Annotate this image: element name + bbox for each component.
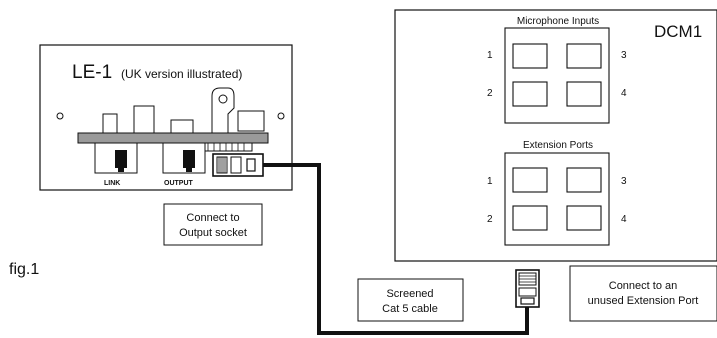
mic-port-number-1: 1 [487, 50, 493, 61]
extension-ports-label: Extension Ports [523, 140, 593, 151]
mounting-hole-left [56, 112, 64, 120]
mic-port-3 [566, 43, 602, 69]
mic-inputs-label: Microphone Inputs [517, 16, 599, 27]
ext-port-number-3: 3 [621, 176, 627, 187]
cable-note-line1: Screened [386, 288, 433, 300]
link-socket [94, 142, 138, 174]
link-label: LINK [104, 180, 120, 187]
extension-note-line1: Connect to an [609, 280, 678, 292]
figure-label: fig.1 [9, 261, 39, 278]
le1-device: LE-1 (UK version illustrated) [39, 44, 293, 191]
mic-port-4 [566, 81, 602, 107]
ext-port-3 [566, 167, 602, 193]
output-socket [162, 142, 206, 174]
output-label: OUTPUT [164, 180, 194, 187]
cable-note: Screened Cat 5 cable [357, 278, 464, 322]
le1-title: LE-1 [72, 62, 112, 83]
extension-plug [515, 269, 540, 308]
mic-port-1 [512, 43, 548, 69]
output-plug [212, 153, 264, 177]
mic-port-number-4: 4 [621, 88, 627, 99]
mic-port-number-2: 2 [487, 88, 493, 99]
ext-port-number-4: 4 [621, 214, 627, 225]
ext-port-4 [566, 205, 602, 231]
le1-subtitle: (UK version illustrated) [121, 67, 242, 81]
cat5-cable [263, 163, 529, 335]
extension-note-line2: unused Extension Port [588, 295, 699, 307]
dcm1-unit: DCM1 Microphone Inputs 1 2 3 4 Extension… [394, 9, 717, 262]
output-note-line2: Output socket [179, 227, 247, 239]
mounting-hole-right [277, 112, 285, 120]
ext-port-number-1: 1 [487, 176, 493, 187]
extension-note: Connect to an unused Extension Port [569, 265, 717, 322]
cable-note-line2: Cat 5 cable [382, 303, 438, 315]
mic-port-2 [512, 81, 548, 107]
extension-ports-block [504, 152, 610, 246]
output-note: Connect to Output socket [163, 203, 263, 246]
dcm1-title: DCM1 [654, 22, 702, 41]
mic-port-number-3: 3 [621, 50, 627, 61]
ext-port-2 [512, 205, 548, 231]
circuit-board [77, 87, 269, 152]
output-note-line1: Connect to [186, 212, 239, 224]
ext-port-1 [512, 167, 548, 193]
mic-inputs-block [504, 27, 610, 124]
ext-port-number-2: 2 [487, 214, 493, 225]
